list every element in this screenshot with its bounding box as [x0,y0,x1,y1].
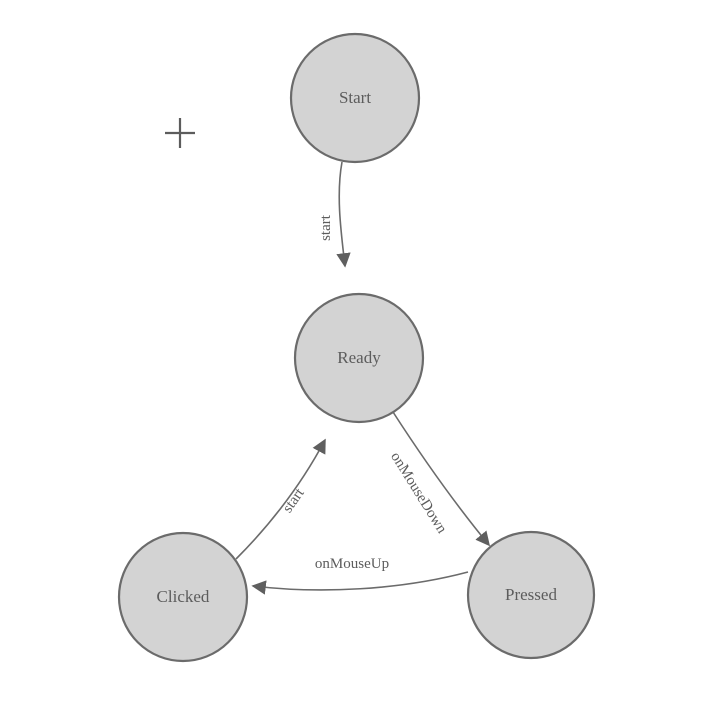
node-label-start: Start [339,88,371,107]
edge-label-pressed-to-clicked: onMouseUp [315,556,389,572]
node-circle-ready[interactable] [293,292,425,424]
edge-pressed-to-clicked[interactable] [251,571,469,595]
node-label-clicked: Clicked [157,587,210,606]
markers-layer [165,118,195,148]
edge-label-ready-to-pressed: onMouseDown [387,449,450,536]
node-circle-pressed[interactable] [466,530,596,660]
node-circle-clicked[interactable] [117,531,249,663]
edges-layer [235,161,491,595]
state-node-start[interactable]: Start [289,32,421,164]
crosshair-icon [165,118,195,148]
node-circle-start[interactable] [289,32,421,164]
state-node-ready[interactable]: Ready [293,292,425,424]
edge-start-to-ready[interactable] [336,161,351,268]
state-node-clicked[interactable]: Clicked [117,531,249,663]
edge-label-start-to-ready: start [318,214,334,241]
edge-ready-to-pressed[interactable] [392,411,491,547]
node-label-pressed: Pressed [505,585,557,604]
edge-label-clicked-to-ready: start [280,485,308,516]
edge-clicked-to-ready[interactable] [235,438,326,560]
state-node-pressed[interactable]: Pressed [466,530,596,660]
node-label-ready: Ready [337,348,381,367]
